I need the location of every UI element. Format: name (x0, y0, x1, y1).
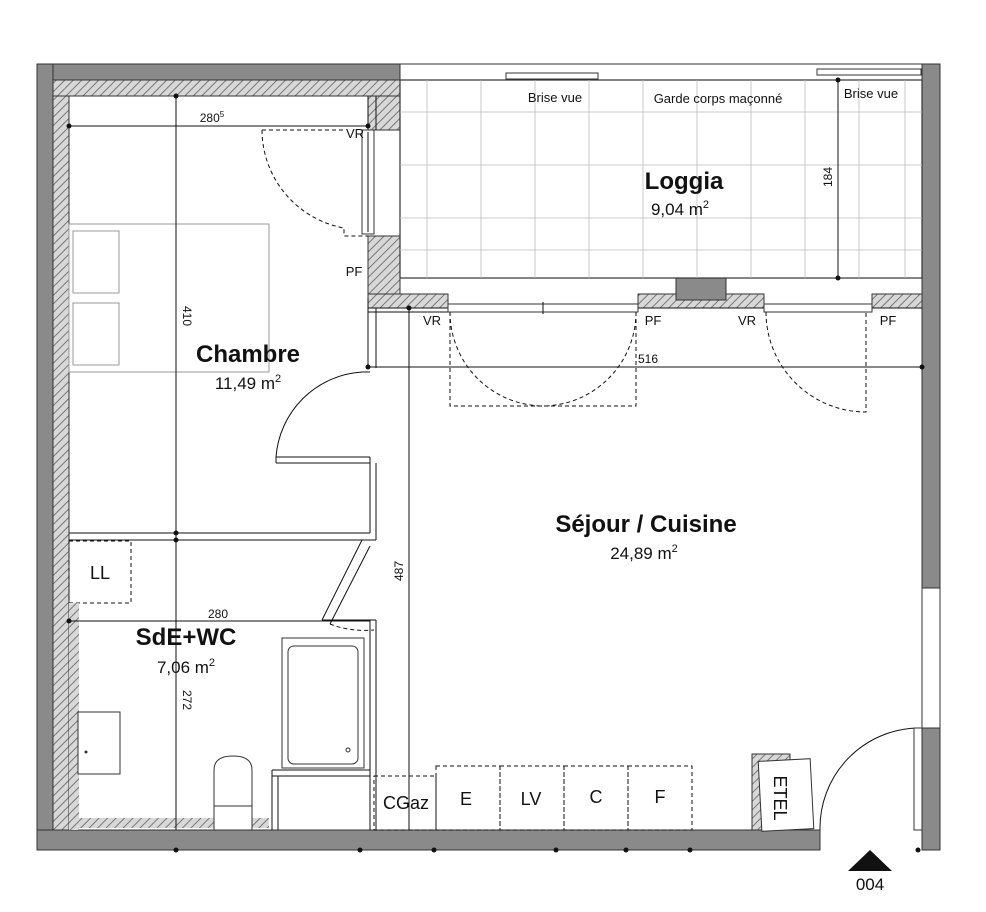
loggia-tiles (400, 80, 922, 278)
cgaz-label: CGaz (383, 793, 429, 813)
chambre-east-pier-bottom (367, 235, 401, 299)
lv-label: LV (521, 789, 542, 809)
vr-sejour-1-label: VR (423, 313, 441, 328)
brise-vue-right-label: Brise vue (844, 86, 898, 101)
pf-chambre-label: PF (346, 264, 363, 279)
chambre-width-dim: 2805 (200, 110, 225, 125)
f-box (627, 765, 693, 831)
openings (261, 129, 923, 831)
south-wall (36, 829, 821, 851)
sejour-window-2 (763, 303, 873, 313)
pillow-1 (72, 230, 120, 294)
vr-sejour-2-label: VR (738, 313, 756, 328)
west-wall (36, 63, 54, 851)
lv-box (499, 765, 565, 831)
loggia-area: 9,04 m2 (651, 199, 709, 219)
ll-label: LL (90, 563, 110, 583)
brise-vue-right (816, 68, 922, 76)
sde-depth-dim: 272 (180, 690, 194, 710)
sejour-window-1-swing-left (449, 311, 544, 407)
level-arrow-icon (848, 850, 892, 871)
brise-vue-left (505, 72, 599, 80)
sejour-depth-dim: 487 (392, 561, 406, 581)
loggia-depth-dim: 184 (821, 167, 835, 187)
sejour-area: 24,89 m2 (610, 543, 678, 563)
east-wall-gap (921, 587, 941, 729)
east-wall-upper (921, 63, 941, 589)
north-wall (36, 63, 401, 81)
sejour-width-dim: 516 (638, 352, 658, 366)
dimension-lines (66, 93, 925, 853)
shower-basin (287, 645, 359, 765)
sde-name: SdE+WC (136, 624, 237, 651)
bed (68, 223, 270, 373)
chambre-east-pier-top (367, 95, 401, 131)
facade-segment-3 (871, 293, 923, 309)
e-box (435, 765, 501, 831)
sde-width-dim: 280 (208, 607, 228, 621)
chambre-area: 11,49 m2 (215, 373, 281, 393)
cgaz-box (373, 775, 437, 831)
vr-chambre-label: VR (346, 126, 364, 141)
north-wall-insulation (52, 79, 401, 97)
pillow-2 (72, 302, 120, 366)
toilet-tank (213, 755, 253, 807)
sejour-name: Séjour / Cuisine (555, 511, 736, 538)
chambre-depth-dim: 410 (180, 306, 194, 326)
west-wall-insulation (52, 95, 70, 831)
chambre-name: Chambre (196, 341, 300, 368)
furniture (68, 223, 815, 832)
level-marker: 004 (848, 850, 892, 894)
entrance-door-swing (819, 727, 919, 831)
brise-vue-left-label: Brise vue (528, 90, 582, 105)
entrance-door-leaf (913, 727, 923, 831)
labels: Brise vue Garde corps maçonné Brise vue … (90, 86, 898, 821)
loggia-area (399, 63, 923, 281)
sde-tile-strip (69, 603, 79, 830)
sde-area: 7,06 m2 (157, 657, 215, 677)
c-label: C (590, 787, 603, 807)
sejour-window-2-swing (765, 311, 867, 413)
pf-sejour-1-label: PF (645, 313, 662, 328)
chambre-window-swing (261, 129, 368, 237)
etel-panel (757, 758, 815, 832)
facade-column (675, 277, 727, 301)
sde-tile-strip-bottom (69, 818, 269, 828)
garde-corps-label: Garde corps maçonné (654, 91, 783, 106)
loggia-name: Loggia (645, 168, 724, 195)
level-label: 004 (856, 875, 884, 894)
sejour-window-1-swing-right (542, 311, 637, 407)
chambre-door-swing (275, 371, 370, 458)
washbasin (77, 711, 121, 775)
pf-sejour-2-label: PF (880, 313, 897, 328)
toilet-seat (213, 805, 253, 831)
e-label: E (460, 789, 472, 809)
f-label: F (655, 787, 666, 807)
etel-label: ETEL (770, 775, 790, 820)
east-wall-lower (921, 727, 941, 851)
ll-box (68, 540, 132, 604)
c-box (563, 765, 629, 831)
